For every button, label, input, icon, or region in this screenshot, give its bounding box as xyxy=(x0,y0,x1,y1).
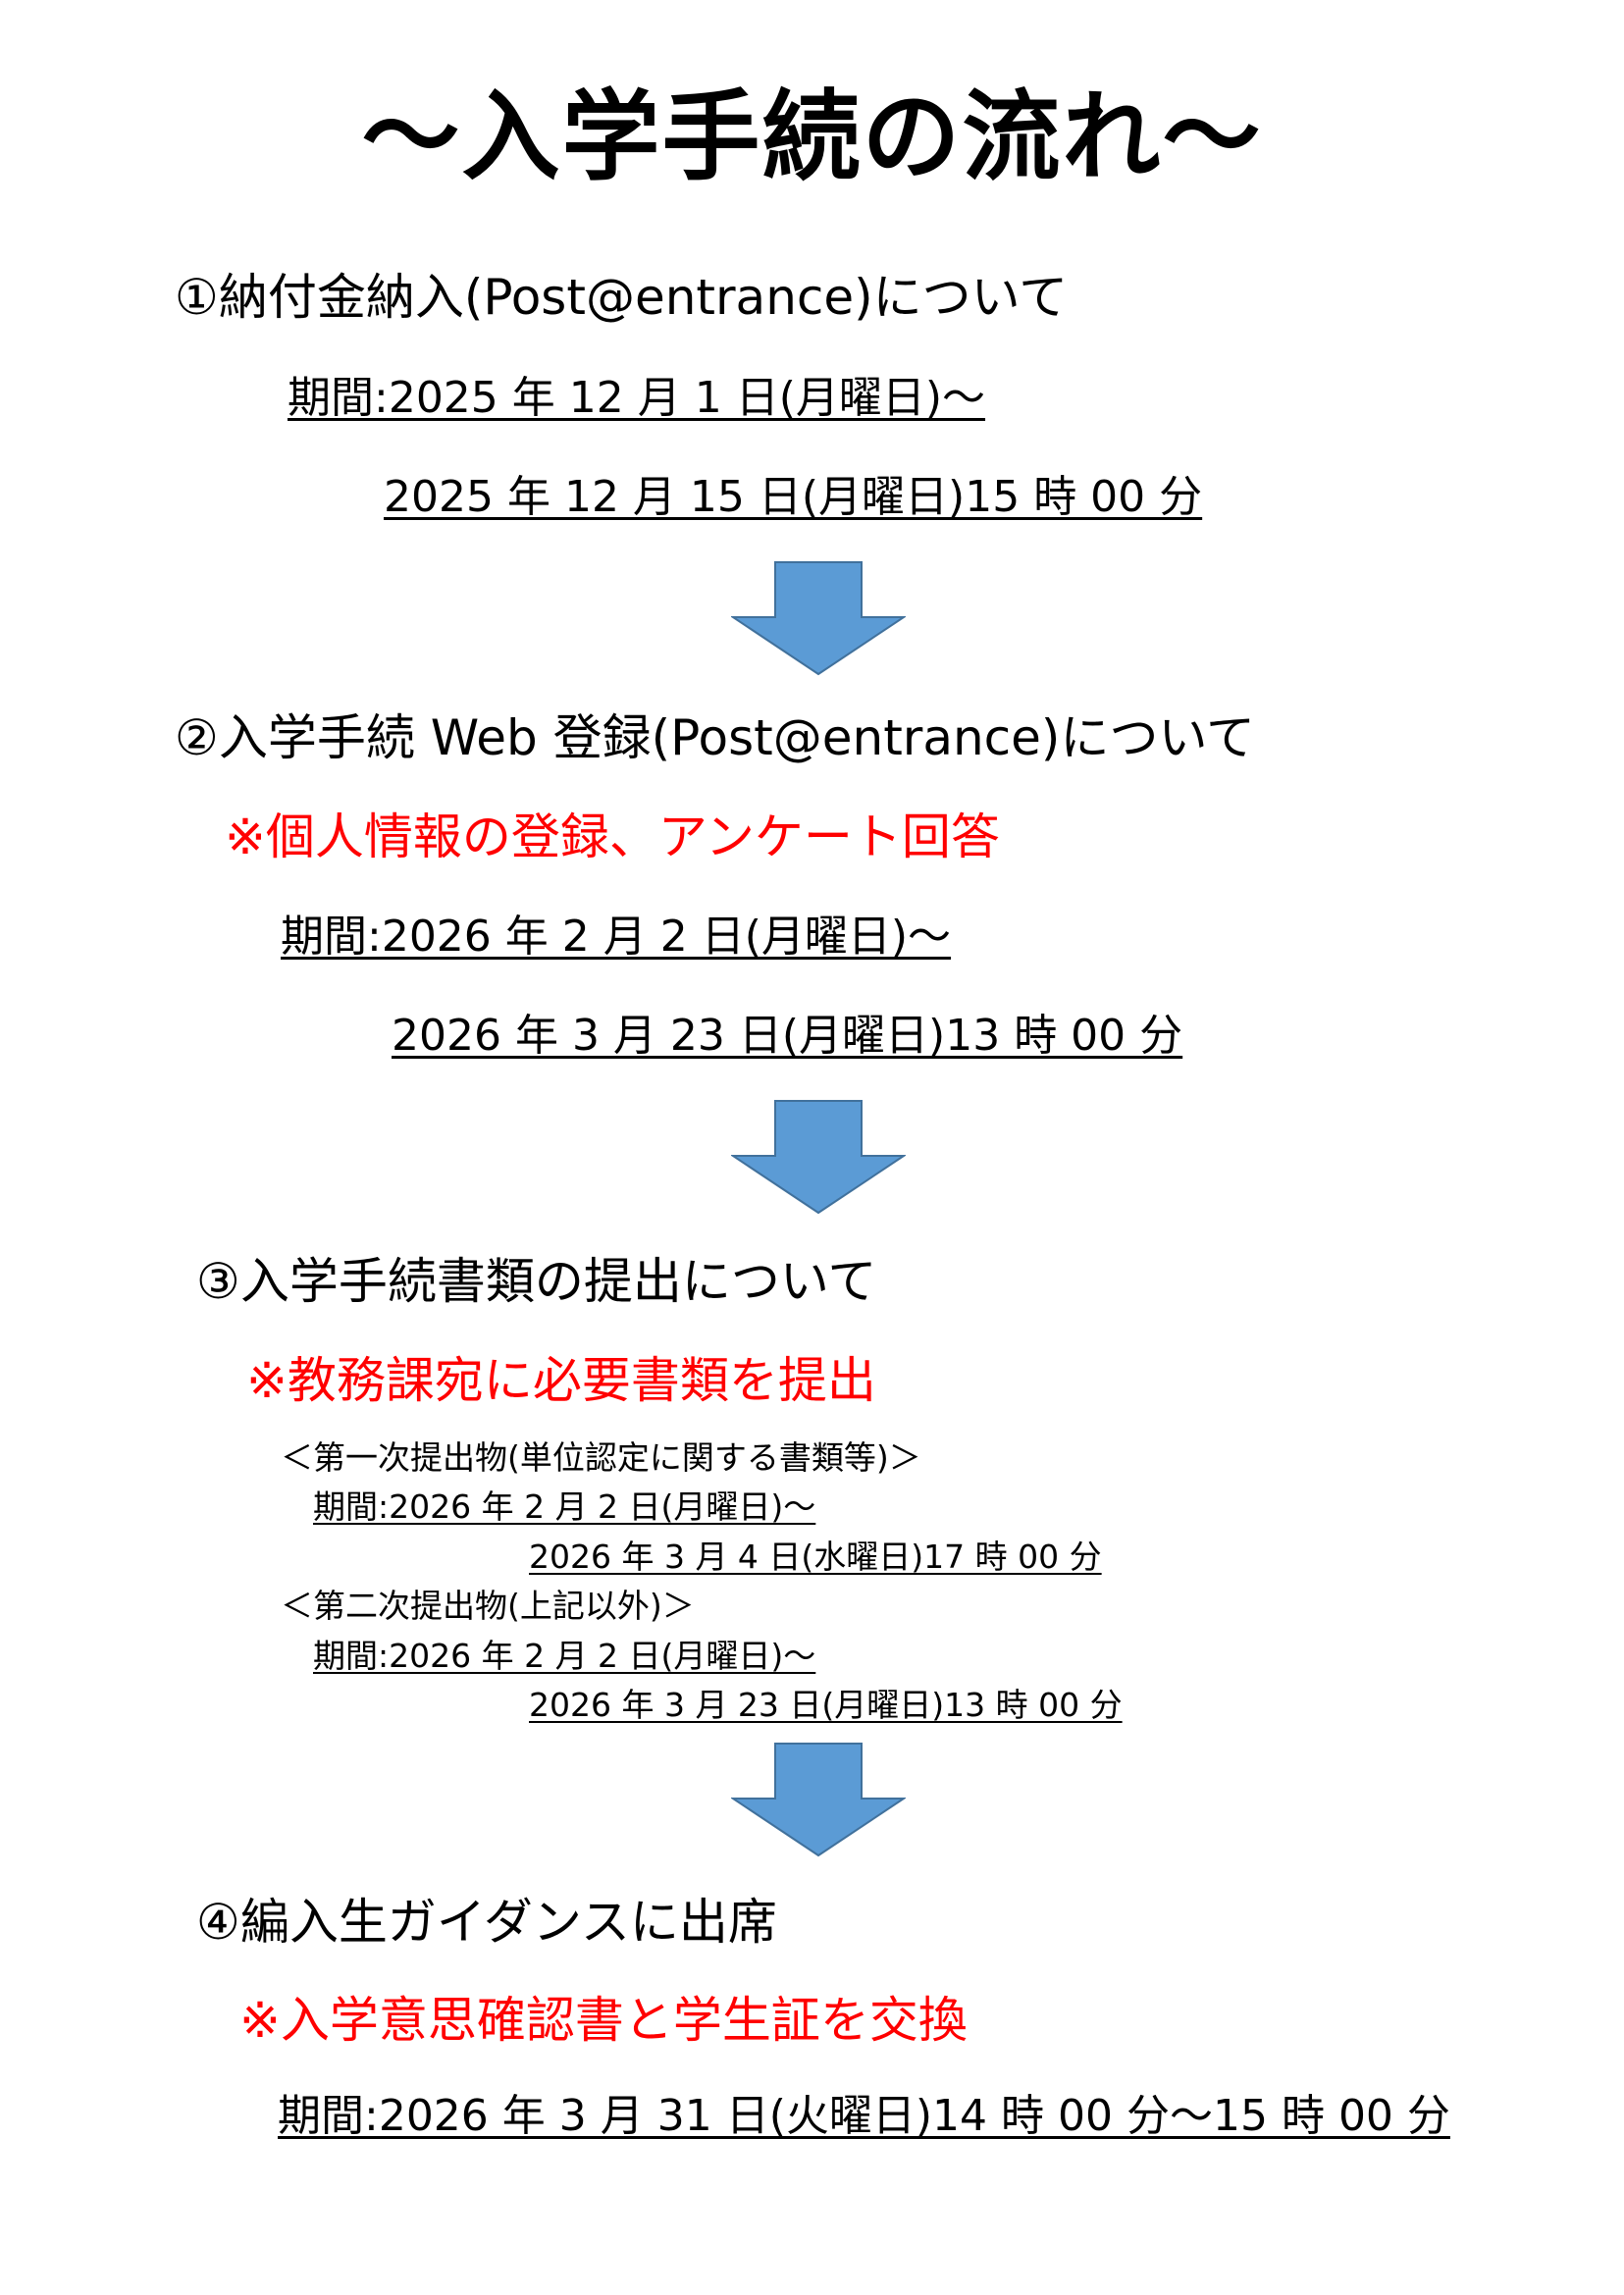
first-submission-period-start: 期間:2026 年 2 月 2 日(月曜日)～ xyxy=(313,1487,816,1526)
second-submission-period-start: 期間:2026 年 2 月 2 日(月曜日)～ xyxy=(313,1637,816,1675)
section2-period-start: 期間:2026 年 2 月 2 日(月曜日)～ xyxy=(281,912,952,962)
section3-note: ※教務課宛に必要書類を提出 xyxy=(246,1352,876,1409)
first-submission-label: ＜第一次提出物(単位認定に関する書類等)＞ xyxy=(281,1438,921,1477)
second-submission-label: ＜第二次提出物(上記以外)＞ xyxy=(281,1587,695,1625)
section4-heading: ④編入生ガイダンスに出席 xyxy=(196,1894,777,1951)
section4-note: ※入学意思確認書と学生証を交換 xyxy=(239,1992,968,2049)
section2-note: ※個人情報の登録、アンケート回答 xyxy=(225,808,1000,865)
section1-period-start: 期間:2025 年 12 月 1 日(月曜日)～ xyxy=(288,373,986,423)
section1-heading: ①納付金納入(Post@entrance)について xyxy=(175,269,1069,326)
second-submission-period-end: 2026 年 3 月 23 日(月曜日)13 時 00 分 xyxy=(529,1686,1123,1724)
page-title: ～入学手続の流れ～ xyxy=(361,79,1263,194)
section1-period-end: 2025 年 12 月 15 日(月曜日)15 時 00 分 xyxy=(384,472,1203,522)
down-arrow-icon xyxy=(731,1100,906,1215)
first-submission-period-end: 2026 年 3 月 4 日(水曜日)17 時 00 分 xyxy=(529,1538,1102,1576)
section2-period-end: 2026 年 3 月 23 日(月曜日)13 時 00 分 xyxy=(392,1011,1183,1061)
section3-heading: ③入学手続書類の提出について xyxy=(196,1253,877,1310)
down-arrow-icon xyxy=(731,561,906,676)
down-arrow-icon xyxy=(731,1743,906,1857)
section4-period: 期間:2026 年 3 月 31 日(火曜日)14 時 00 分～15 時 00… xyxy=(278,2091,1450,2141)
section2-heading: ②入学手続 Web 登録(Post@entrance)について xyxy=(175,709,1255,766)
